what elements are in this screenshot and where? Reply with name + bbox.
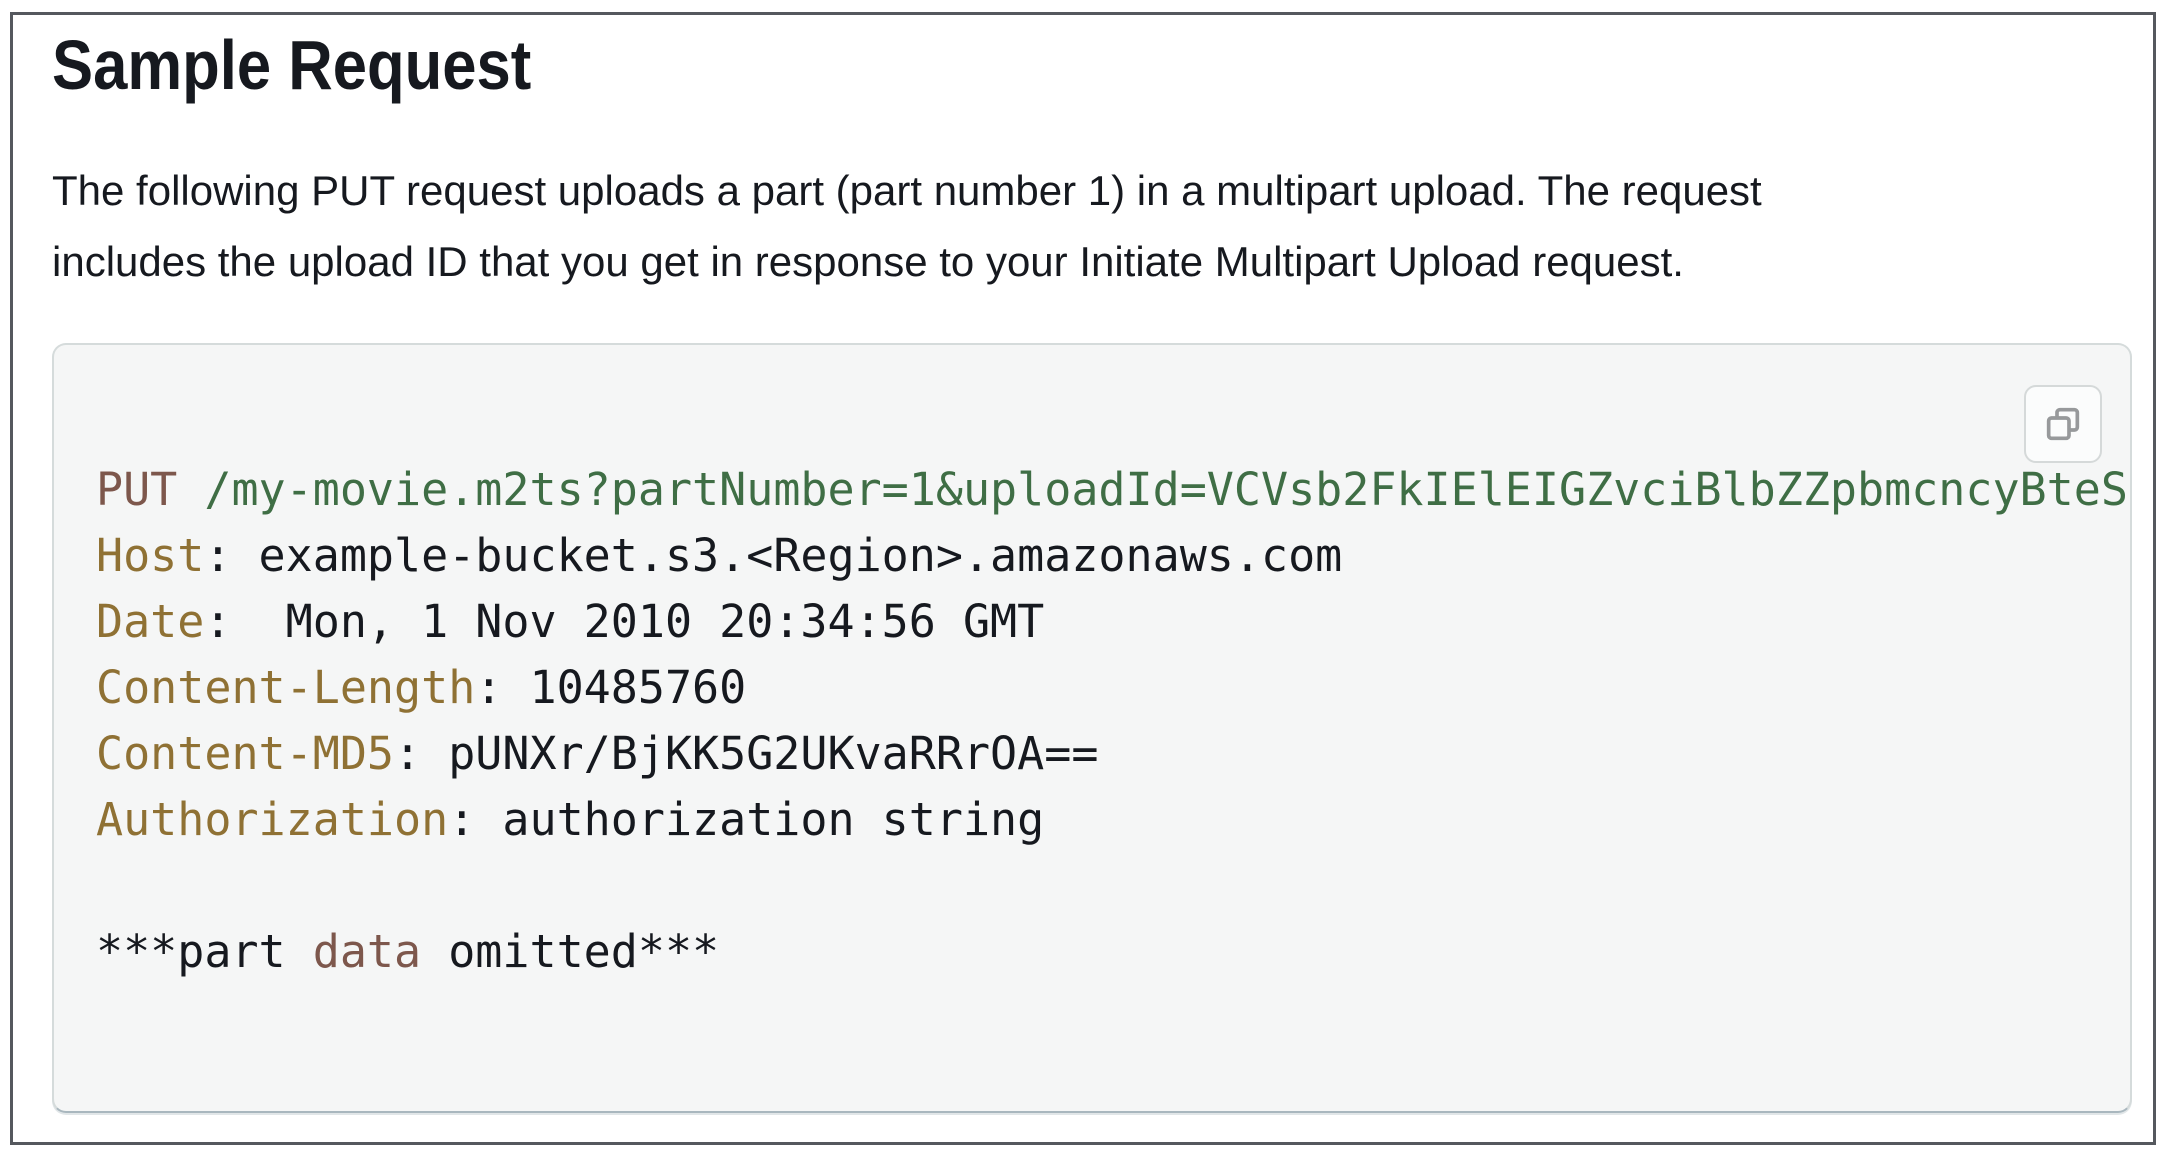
code-token-string: /my-movie.m2ts?partNumber=1&uploadId=VCV…	[204, 463, 2130, 516]
code-token-header: Authorization	[96, 793, 449, 846]
screenshot-frame: Sample Request The following PUT request…	[10, 12, 2156, 1145]
page-title: Sample Request	[52, 26, 532, 104]
code-line: Host: example-bucket.s3.<Region>.amazona…	[96, 523, 2120, 589]
code-token-plain: ***part	[96, 925, 313, 978]
code-block: PUT /my-movie.m2ts?partNumber=1&uploadId…	[52, 343, 2132, 1113]
code-token-plain: : example-bucket.s3.<Region>.amazonaws.c…	[204, 529, 1343, 582]
code-token-plain: : 10485760	[475, 661, 747, 714]
doc-content: Sample Request The following PUT request…	[13, 15, 2153, 1113]
code-line: Date: Mon, 1 Nov 2010 20:34:56 GMT	[96, 589, 2120, 655]
code-token-header: Host	[96, 529, 205, 582]
intro-line: includes the upload ID that you get in r…	[52, 238, 1684, 285]
code-token-keyword: data	[312, 925, 422, 978]
code-line: ***part data omitted***	[96, 919, 2120, 985]
code-line: Content-MD5: pUNXr/BjKK5G2UKvaRRrOA==	[96, 721, 2120, 787]
code-section: PUT /my-movie.m2ts?partNumber=1&uploadId…	[52, 343, 2132, 1113]
intro-line: The following PUT request uploads a part…	[52, 167, 1762, 214]
copy-button[interactable]	[2024, 385, 2102, 463]
code-line: Authorization: authorization string	[96, 787, 2120, 853]
code-token-header: Content-Length	[96, 661, 476, 714]
intro-paragraph: The following PUT request uploads a part…	[52, 155, 2132, 297]
code-token-header: Content-MD5	[96, 727, 395, 780]
code-token-plain: : pUNXr/BjKK5G2UKvaRRrOA==	[394, 727, 1099, 780]
code-token-plain	[177, 463, 204, 516]
code-token-plain: omitted***	[421, 925, 720, 978]
code-token-plain: : authorization string	[448, 793, 1045, 846]
code-line: PUT /my-movie.m2ts?partNumber=1&uploadId…	[96, 457, 2130, 523]
copy-icon	[2043, 404, 2083, 444]
code-token-keyword: PUT	[96, 463, 178, 516]
code-token-plain: : Mon, 1 Nov 2010 20:34:56 GMT	[204, 595, 1045, 648]
code-line: Content-Length: 10485760	[96, 655, 2120, 721]
code-line	[96, 853, 2120, 919]
code-token-header: Date	[96, 595, 205, 648]
code-content[interactable]: PUT /my-movie.m2ts?partNumber=1&uploadId…	[54, 345, 2130, 1025]
